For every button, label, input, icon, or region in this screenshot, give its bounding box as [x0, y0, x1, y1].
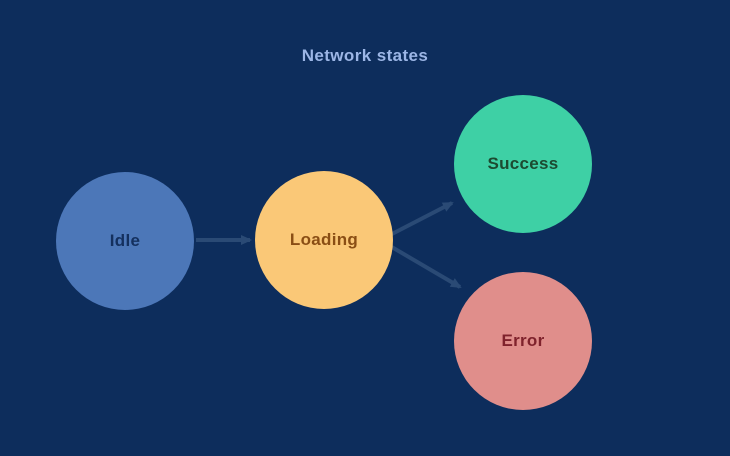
- state-node-success-label: Success: [487, 154, 559, 173]
- state-node-success: Success: [454, 95, 592, 233]
- state-node-loading-label: Loading: [289, 230, 359, 249]
- diagram-title: Network states: [301, 46, 429, 65]
- state-node-idle-label: Idle: [109, 231, 141, 250]
- edge-loading-to-success: [389, 201, 454, 237]
- state-node-error-label: Error: [501, 331, 545, 350]
- state-node-loading: Loading: [255, 171, 393, 309]
- state-node-error: Error: [454, 272, 592, 410]
- edge-loading-to-error: [388, 244, 462, 289]
- state-node-idle: Idle: [56, 172, 194, 310]
